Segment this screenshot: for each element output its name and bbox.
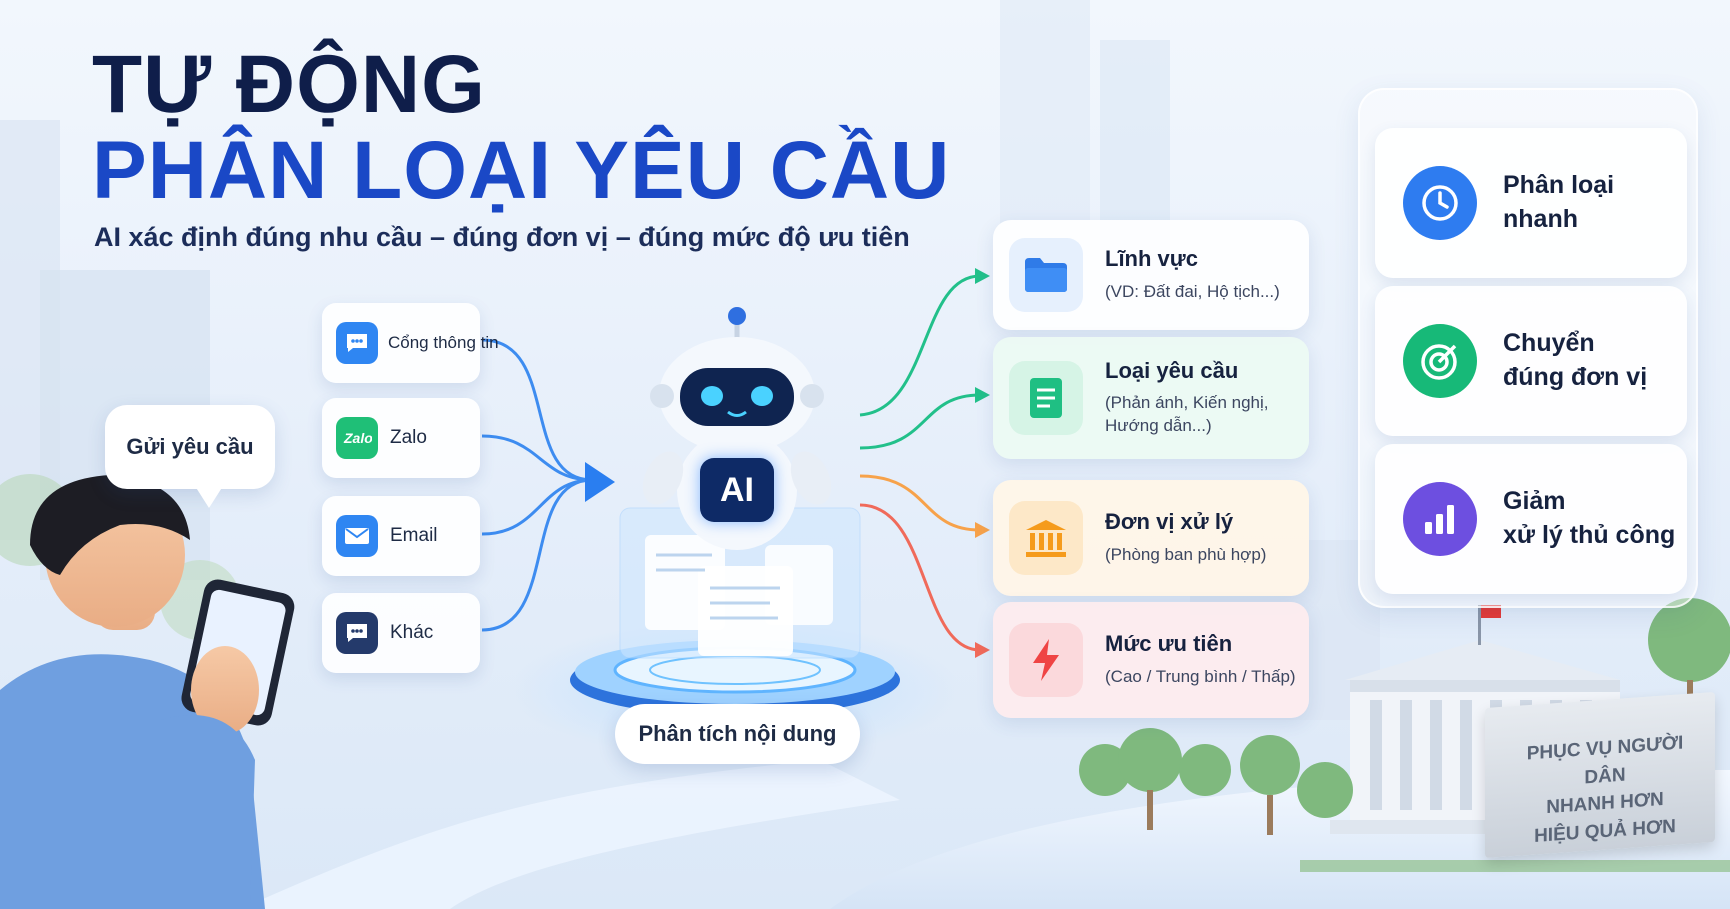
- channel-email[interactable]: Email: [322, 496, 480, 576]
- lightning-icon: [1009, 623, 1083, 697]
- analyze-content-label: Phân tích nội dung: [615, 704, 860, 764]
- channel-zalo[interactable]: Zalo Zalo: [322, 398, 480, 478]
- zalo-icon: Zalo: [336, 417, 378, 459]
- category-subtitle: (Phòng ban phù hợp): [1105, 544, 1267, 564]
- channel-label: Cổng thông tin: [388, 333, 499, 352]
- category-subtitle: (VD: Đất đai, Hộ tịch...): [1105, 281, 1280, 301]
- folder-icon: [1009, 238, 1083, 312]
- category-subtitle-line-1: (Phản ánh, Kiến nghị,: [1105, 393, 1269, 413]
- benefit-line-1: Phân loại: [1503, 171, 1615, 200]
- headline-line-1: TỰ ĐỘNG: [92, 39, 486, 130]
- channel-portal[interactable]: Cổng thông tin: [322, 303, 499, 383]
- category-subtitle: (Phản ánh, Kiến nghị, Hướng dẫn...): [1105, 392, 1269, 438]
- target-icon: [1403, 324, 1477, 398]
- category-title: Loại yêu cầu: [1105, 357, 1239, 383]
- category-priority[interactable]: Mức ưu tiên (Cao / Trung bình / Thấp): [993, 602, 1309, 718]
- category-subtitle: (Cao / Trung bình / Thấp): [1105, 666, 1296, 686]
- category-title: Mức ưu tiên: [1105, 631, 1233, 657]
- headline-subtitle: AI xác định đúng nhu cầu – đúng đơn vị –…: [94, 222, 910, 252]
- benefit-line-2: đúng đơn vị: [1503, 363, 1648, 391]
- document-icon: [1009, 361, 1083, 435]
- channel-label: Email: [390, 525, 438, 546]
- category-subtitle-line-2: Hướng dẫn...): [1105, 416, 1212, 436]
- benefit-line-2: xử lý thủ công: [1503, 521, 1676, 549]
- benefit-line-1: Giảm: [1503, 487, 1566, 516]
- stone-sign-text: PHỤC VỤ NGƯỜI DÂN NHANH HƠN HIỆU QUẢ HƠN: [1505, 728, 1705, 852]
- channel-other[interactable]: Khác: [322, 593, 480, 673]
- benefit-fast-classification: Phân loại nhanh: [1375, 128, 1687, 278]
- chat-dots-icon: [336, 612, 378, 654]
- benefit-reduce-manual: Giảm xử lý thủ công: [1375, 444, 1687, 594]
- category-title: Đơn vị xử lý: [1105, 509, 1234, 535]
- envelope-icon: [336, 515, 378, 557]
- category-field[interactable]: Lĩnh vực (VD: Đất đai, Hộ tịch...): [993, 220, 1309, 330]
- category-unit[interactable]: Đơn vị xử lý (Phòng ban phù hợp): [993, 480, 1309, 596]
- category-title: Lĩnh vực: [1105, 246, 1198, 272]
- clock-icon: [1403, 166, 1477, 240]
- channel-label: Zalo: [390, 427, 427, 448]
- channel-label: Khác: [390, 622, 434, 643]
- bubble-tail: [195, 486, 223, 508]
- ai-badge: AI: [700, 458, 774, 522]
- svg-text:Zalo: Zalo: [343, 430, 372, 446]
- send-request-bubble: Gửi yêu cầu: [105, 405, 275, 489]
- chat-bubble-icon: [336, 322, 378, 364]
- benefit-line-2: nhanh: [1503, 205, 1578, 233]
- benefit-correct-unit: Chuyển đúng đơn vị: [1375, 286, 1687, 436]
- building-icon: [1009, 501, 1083, 575]
- benefit-line-1: Chuyển: [1503, 329, 1595, 358]
- bar-chart-icon: [1403, 482, 1477, 556]
- headline-line-2: PHÂN LOẠI YÊU CẦU: [92, 125, 951, 216]
- category-request-type[interactable]: Loại yêu cầu (Phản ánh, Kiến nghị, Hướng…: [993, 337, 1309, 459]
